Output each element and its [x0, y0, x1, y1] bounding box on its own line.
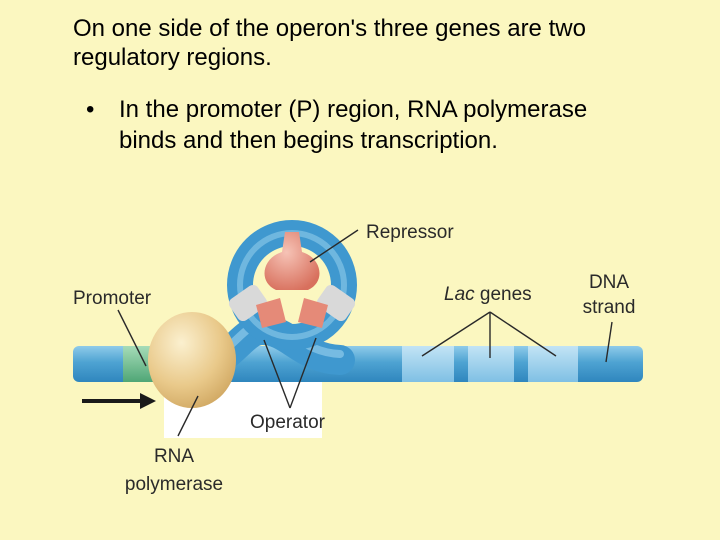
repressor-label: Repressor: [366, 222, 454, 243]
leader-lines: [117, 229, 613, 437]
operator-label: Operator: [250, 412, 326, 433]
bullet-text: In the promoter (P) region, RNA polymera…: [119, 96, 588, 154]
lac-genes-text: genes: [475, 284, 532, 305]
lac-gene-segment: [528, 346, 578, 382]
lac-genes-label: Lac genes: [444, 284, 532, 305]
repressor-protein: [227, 220, 357, 350]
promoter-label: Promoter: [73, 288, 152, 309]
dna-strand-label-line2: strand: [583, 297, 636, 318]
lac-gene-segment: [468, 346, 514, 382]
transcription-arrow: [82, 393, 156, 409]
lac-italic-text: Lac: [444, 284, 475, 305]
slide-heading: On one side of the operon's three genes …: [73, 15, 586, 71]
bullet-marker: •: [86, 96, 95, 123]
rna-polymerase-label-line1: RNA: [154, 446, 194, 467]
rna-polymerase: [148, 312, 236, 408]
dna-strand-label-line1: DNA: [589, 272, 629, 293]
rna-polymerase-label-line2: polymerase: [125, 474, 223, 495]
